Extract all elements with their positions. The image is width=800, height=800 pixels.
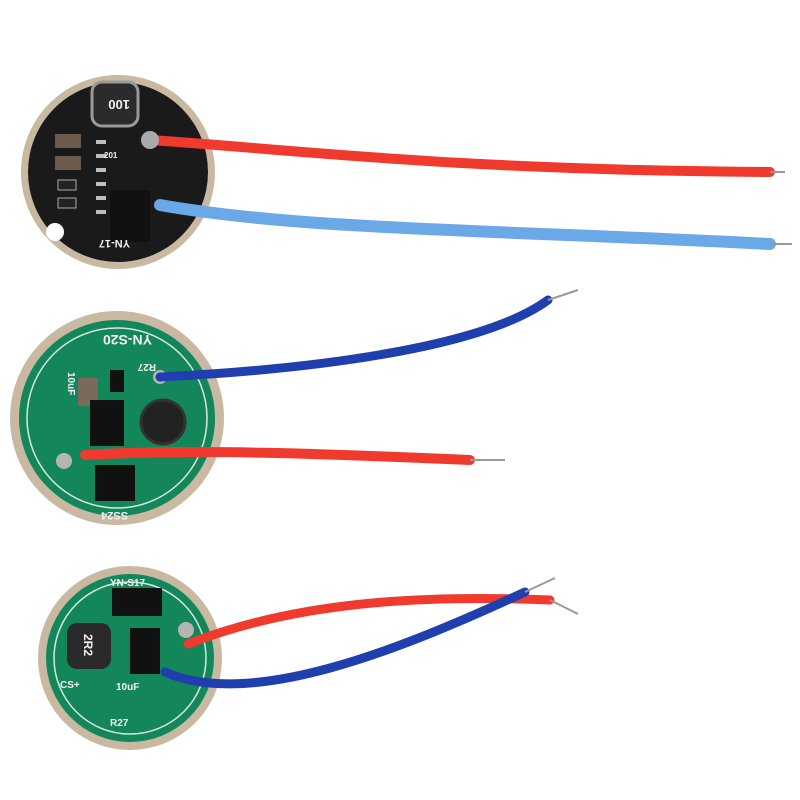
light-blue-wire [154, 199, 776, 250]
inductor-icon [90, 80, 140, 128]
blue-wire [160, 587, 530, 689]
svg-text:R27: R27 [137, 361, 156, 372]
inductor-icon [139, 398, 187, 446]
svg-text:YN-S20: YN-S20 [103, 332, 152, 348]
inductor-icon [67, 623, 111, 669]
svg-text:10uF: 10uF [116, 682, 139, 693]
svg-text:YN-S17: YN-S17 [110, 578, 145, 589]
red-wire [80, 447, 475, 465]
svg-text:CS+: CS+ [60, 680, 80, 691]
green-driver-board-top: YN-S20 10uF R27 SS24 [10, 311, 224, 525]
blue-wire [155, 295, 553, 382]
svg-text:YN-17: YN-17 [99, 237, 130, 249]
svg-text:SS24: SS24 [100, 509, 128, 521]
svg-text:2R2: 2R2 [81, 634, 95, 656]
red-wire [145, 135, 775, 177]
black-driver-board: 100 201 YN-17 [21, 75, 215, 269]
svg-text:R27: R27 [110, 718, 129, 729]
green-driver-board-bottom: YN-S17 2R2 10uF R27 CS+ [38, 566, 222, 750]
svg-text:10uF: 10uF [65, 372, 76, 395]
svg-text:201: 201 [104, 151, 118, 160]
svg-text:100: 100 [108, 97, 130, 112]
